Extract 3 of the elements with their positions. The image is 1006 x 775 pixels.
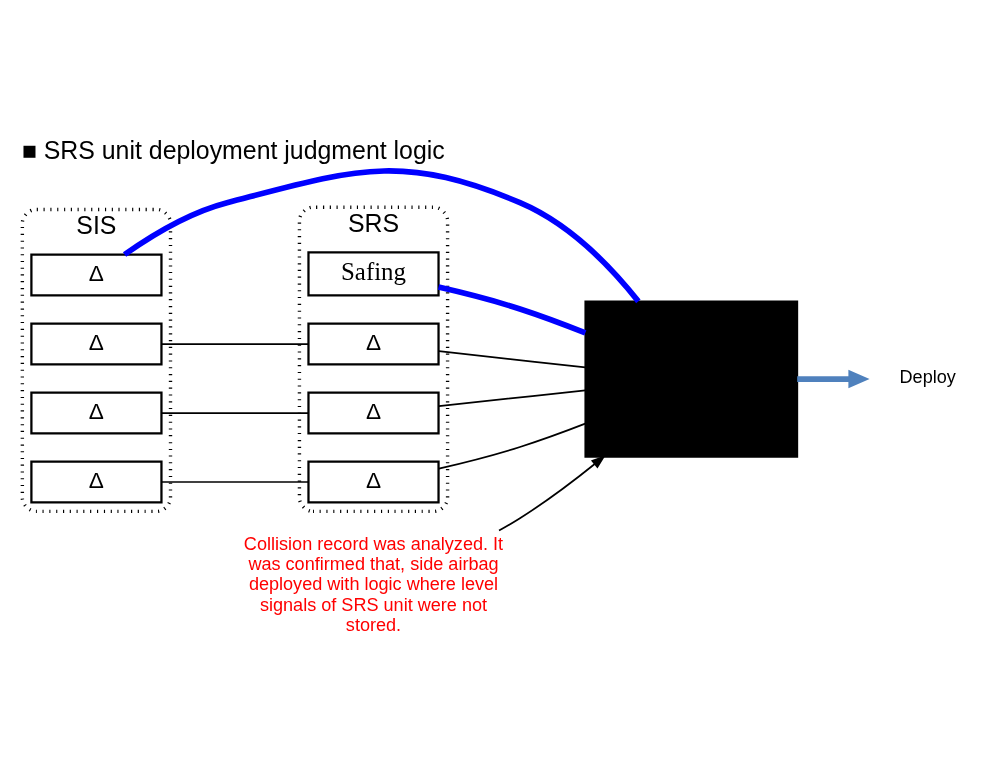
node-text: Collision record was analyzed. It was confirmed that, side airbag deployed with logic where level signals of SRS unit were not stored. [243, 533, 504, 635]
node-text: Deploy [899, 366, 956, 387]
diagram-title: ■ SRS unit deployment judgment logic [21, 135, 445, 164]
